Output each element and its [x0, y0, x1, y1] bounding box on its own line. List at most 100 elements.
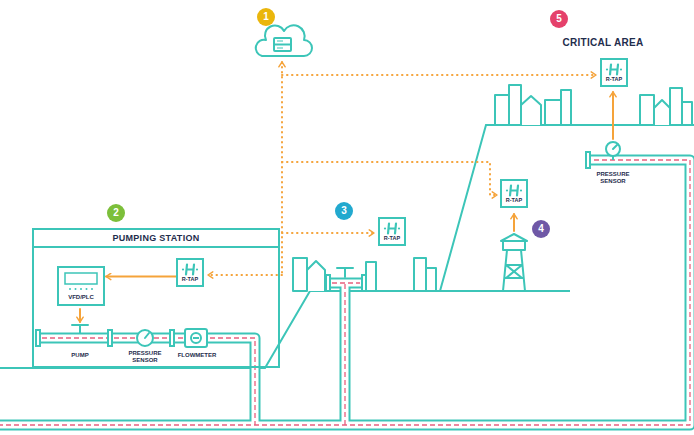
flowmeter-symbol	[185, 329, 207, 347]
callout-number: 5	[550, 10, 568, 28]
water-tower	[503, 250, 525, 291]
data-link	[208, 274, 282, 276]
flowmeter-symbol	[185, 329, 207, 347]
pipeline	[0, 160, 690, 425]
r-tap-logo	[506, 189, 508, 191]
building	[293, 85, 692, 291]
signal-arrow	[106, 276, 176, 278]
signal-arrow	[513, 214, 515, 231]
data-link	[281, 62, 283, 275]
cloud-server	[277, 41, 283, 48]
building	[293, 258, 307, 291]
signal-arrow	[612, 92, 614, 139]
building	[521, 96, 541, 125]
water-tower	[503, 241, 525, 250]
pipeline	[0, 160, 690, 425]
building	[414, 258, 426, 291]
part-label: PUMP	[65, 352, 95, 359]
pipeline	[0, 160, 690, 425]
area-title: CRITICAL AREA	[562, 37, 643, 48]
pipeline	[42, 338, 255, 425]
r-tap-logo	[182, 268, 184, 270]
pipe-flange	[326, 275, 330, 291]
pipe-flange	[362, 275, 366, 291]
r-tap-logo	[605, 63, 623, 76]
part-label: PRESSURE SENSOR	[127, 350, 163, 364]
r-tap-logo	[620, 68, 622, 70]
r-tap-logo	[384, 227, 386, 229]
signal-arrow	[79, 309, 81, 322]
pressure-gauge	[137, 142, 620, 346]
controller-button	[69, 288, 71, 290]
pipeline	[340, 283, 351, 425]
pipeline	[332, 282, 360, 283]
pipe-flange	[170, 330, 174, 346]
callout-number: 3	[335, 202, 353, 220]
device-name: R-TAP	[505, 197, 523, 204]
flowmeter-symbol	[191, 333, 201, 343]
r-tap-device: R-TAP	[500, 179, 528, 208]
r-tap-logo	[398, 227, 400, 229]
r-tap-logo	[186, 265, 194, 275]
r-tap-logo	[610, 65, 618, 75]
pressure-gauge	[606, 142, 620, 156]
water-tower	[501, 234, 527, 291]
pumping-station-box: PUMPING STATIONVFD/PLCR-TAP	[32, 228, 280, 368]
cloud-server	[256, 25, 312, 56]
building	[495, 95, 509, 125]
building	[509, 85, 521, 125]
controller-button	[86, 288, 88, 290]
pipe-flange	[36, 152, 590, 346]
controller-button	[75, 288, 77, 290]
part-label: PRESSURE SENSOR	[595, 171, 631, 185]
pipe-flange	[108, 330, 112, 346]
r-tap-logo	[383, 222, 401, 235]
ground-line	[440, 125, 694, 291]
pressure-gauge	[612, 156, 614, 160]
valve-symbol	[72, 325, 88, 333]
building	[307, 261, 325, 291]
pipeline	[40, 338, 255, 425]
signal-arrow	[80, 92, 613, 322]
cloud-server	[256, 25, 312, 56]
station-heading: PUMPING STATION	[34, 230, 278, 248]
controller-button	[80, 288, 82, 290]
building	[426, 268, 436, 291]
part-label: FLOWMETER	[175, 352, 219, 359]
building	[682, 102, 692, 125]
pipeline	[40, 338, 255, 425]
building	[640, 95, 654, 125]
callout-number: 4	[532, 220, 550, 238]
valve-symbol	[337, 268, 353, 277]
r-tap-device: R-TAP	[600, 58, 628, 87]
data-link	[282, 162, 497, 195]
pressure-gauge	[137, 330, 153, 346]
building	[545, 100, 561, 125]
flowmeter-symbol	[193, 337, 199, 339]
pipe-flange	[36, 330, 40, 346]
r-tap-logo	[388, 224, 396, 234]
r-tap-logo	[520, 189, 522, 191]
pipeline	[342, 283, 349, 425]
building	[670, 88, 682, 125]
r-tap-logo	[510, 186, 518, 196]
data-link	[282, 232, 374, 234]
pipeline	[344, 283, 345, 425]
valve-symbol	[72, 268, 353, 333]
building	[366, 262, 376, 291]
device-name: R-TAP	[383, 235, 401, 242]
building	[654, 100, 670, 125]
cloud-server	[274, 44, 291, 46]
r-tap-logo	[606, 68, 608, 70]
pipe-flange	[586, 152, 590, 168]
controller-panel	[62, 271, 100, 293]
r-tap-logo	[181, 263, 199, 276]
pipeline	[0, 160, 690, 425]
r-tap-device: R-TAP	[176, 258, 204, 287]
pipeline	[0, 160, 690, 425]
pipeline	[0, 160, 690, 425]
callout-number: 1	[257, 8, 275, 26]
callout-number: 2	[107, 204, 125, 222]
r-tap-device: R-TAP	[378, 217, 406, 246]
